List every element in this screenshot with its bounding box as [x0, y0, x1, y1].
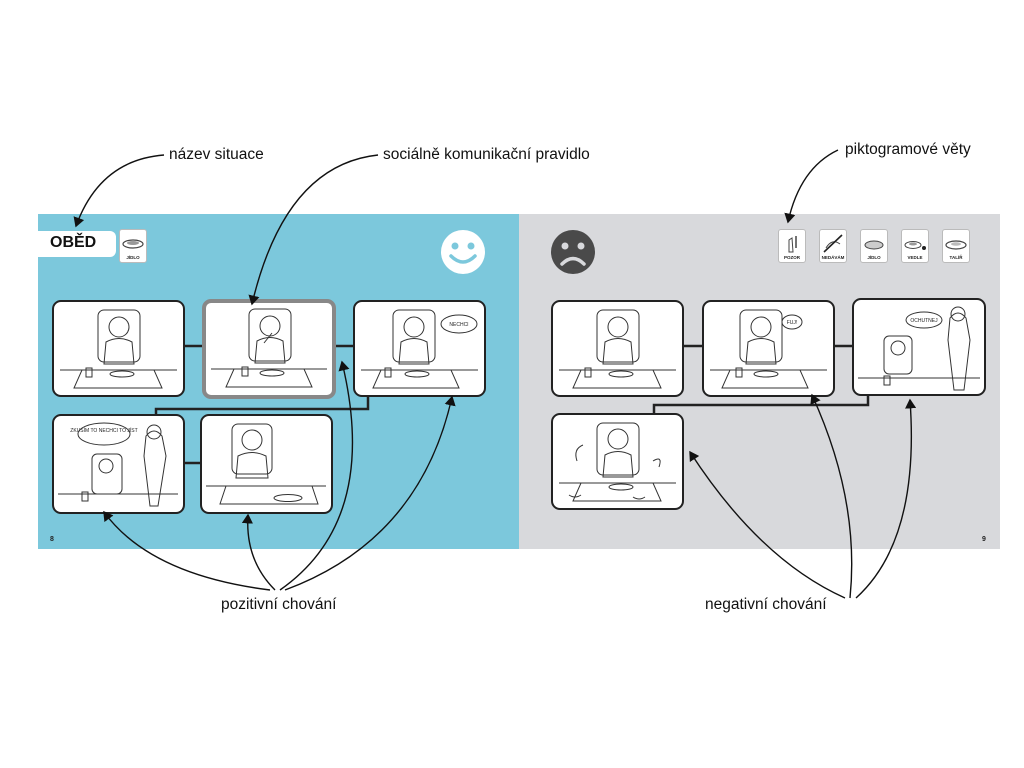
sad-face-icon [551, 230, 595, 274]
girl-throwing-food-illustration [559, 422, 676, 502]
title-pictogram: JÍDLO [119, 229, 147, 263]
comic-panel-mother-talks: ZKUSÍM TO NECHCI TO JÍST [52, 414, 185, 514]
pictogram-label: JÍDLO [867, 255, 881, 260]
girl-eating-illustration [211, 308, 327, 388]
label-positive-behavior: pozitivní chování [221, 596, 337, 613]
comic-panel-neg-girl-throwing-food [551, 413, 684, 510]
girl-sitting-illustration [559, 309, 676, 389]
situation-title-box: OBĚD [38, 231, 116, 257]
mother-and-girl-illustration: ZKUSÍM TO NECHCI TO JÍST [58, 422, 178, 507]
crossed-hand-icon [823, 234, 843, 253]
mother-and-girl-illustration: OCHUTNEJ [858, 306, 980, 391]
pictogram-jidlo: JÍDLO [860, 229, 888, 263]
label-social-rule: sociálně komunikační pravidlo [383, 146, 590, 163]
comic-panel-social-rule-highlight [202, 299, 336, 399]
situation-title: OBĚD [50, 234, 97, 251]
comic-panel-girl-drinking [200, 414, 333, 514]
speech-bubble-text: OCHUTNEJ [910, 318, 938, 324]
pictogram-label: VEDLE [907, 255, 923, 260]
comic-panel-neg-girl-disgusted: FUJ! [702, 300, 835, 397]
label-pictogram-sentences: piktogramové věty [845, 141, 971, 158]
pictogram-label: NEDÁVÁM [821, 255, 845, 260]
speech-bubble-text: NECHCI [449, 322, 468, 328]
plate-beside-icon [904, 241, 926, 250]
label-negative-behavior: negativní chování [705, 596, 827, 613]
label-situation-name: název situace [169, 146, 264, 163]
title-pictogram-label: JÍDLO [126, 255, 140, 260]
right-page-number: 9 [982, 536, 986, 543]
pictogram-label: POZOR [783, 255, 800, 260]
comic-panel-neg-mother-talks: OCHUTNEJ [852, 298, 986, 396]
pictogram-talir: TALÍŘ [942, 229, 970, 263]
speech-bubble-text: ZKUSÍM TO NECHCI TO JÍST [70, 427, 137, 434]
bread-icon [864, 240, 884, 250]
plate-icon [122, 239, 144, 249]
pictogram-vedle: VEDLE [901, 229, 929, 263]
pictogram-pozor: POZOR [778, 229, 806, 263]
girl-disgusted-illustration: FUJ! [710, 309, 827, 389]
comic-panel-girl-refuses: NECHCI [353, 300, 486, 397]
comic-panel-girl-at-table [52, 300, 185, 397]
speech-bubble-text: FUJ! [787, 320, 798, 326]
smiley-face-icon [441, 230, 485, 274]
left-page-number: 8 [50, 536, 54, 543]
comic-panel-neg-girl-at-table [551, 300, 684, 397]
hand-warning-icon [788, 236, 797, 253]
girl-sitting-illustration [60, 309, 177, 389]
girl-drinking-illustration [206, 423, 326, 505]
girl-refusing-illustration: NECHCI [361, 309, 478, 389]
pictogram-label: TALÍŘ [949, 255, 963, 260]
plate-icon [945, 240, 967, 250]
pictogram-nedavam: NEDÁVÁM [819, 229, 847, 263]
